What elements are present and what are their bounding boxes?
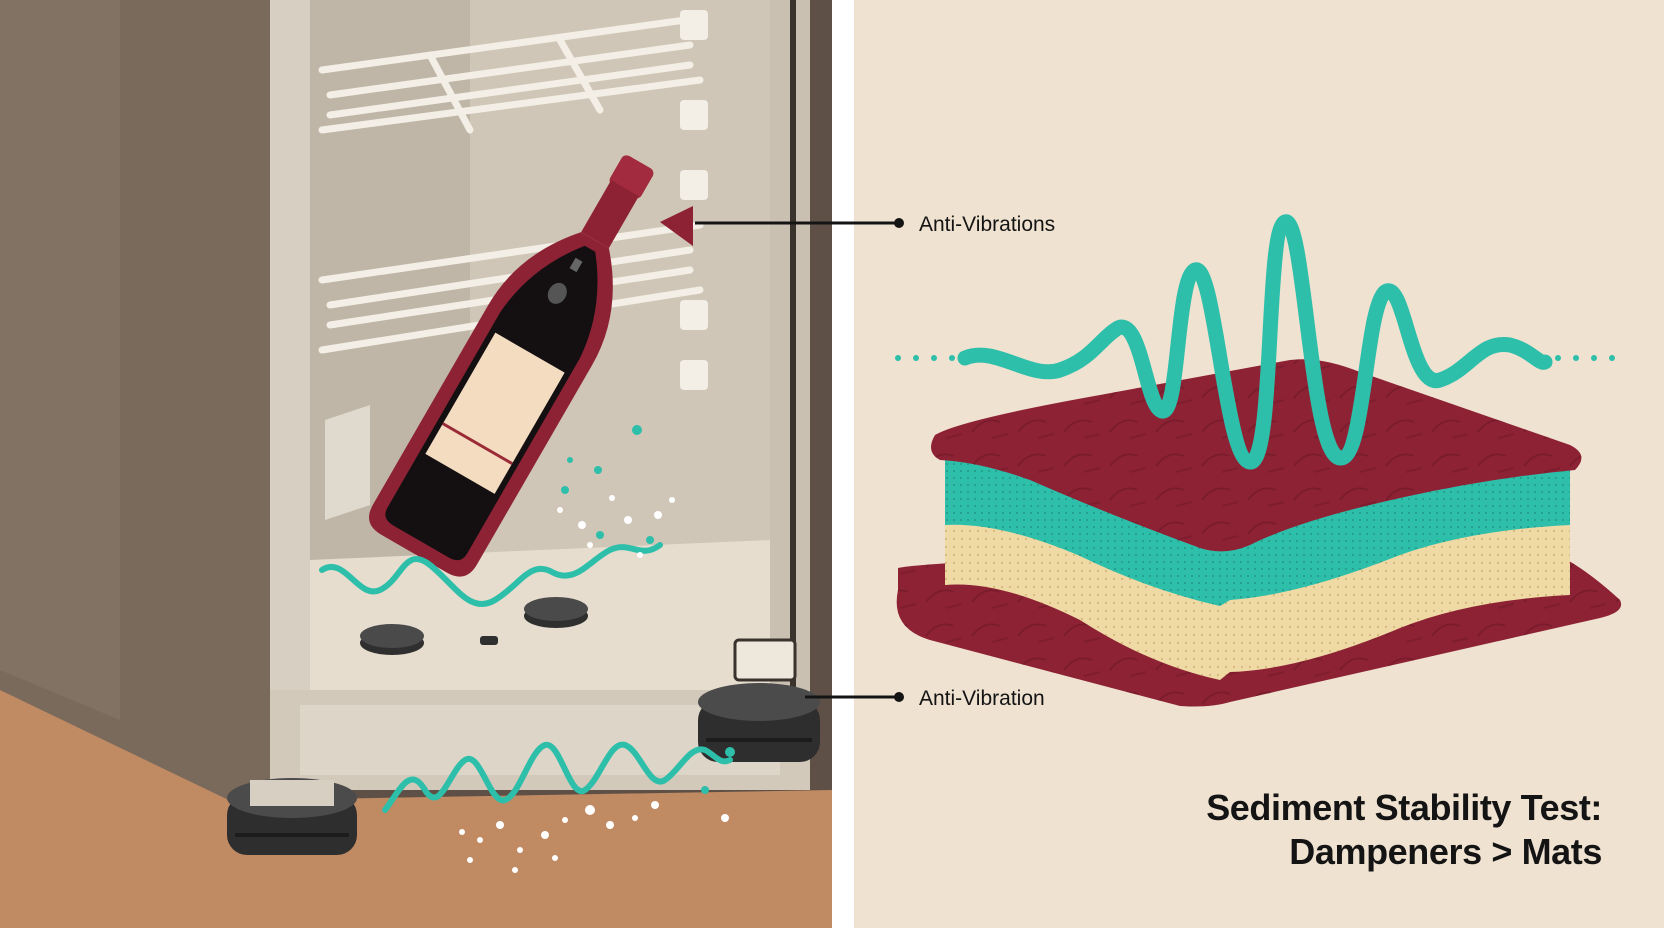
- vibration-waves-left: [319, 542, 733, 813]
- sediment-particles: [459, 425, 735, 873]
- shelf-top: [318, 14, 704, 134]
- headline: Sediment Stability Test: Dampeners > Mat…: [1206, 786, 1602, 874]
- headline-line-1: Sediment Stability Test:: [1206, 787, 1602, 828]
- inner-dampener-pucks: [360, 597, 588, 655]
- callout-marker: [660, 206, 693, 246]
- floor: [0, 680, 832, 928]
- wine-bottle: [369, 155, 654, 577]
- foot-dampener-left: [227, 778, 357, 855]
- callout-label-bottom: Anti-Vibration: [919, 687, 1045, 710]
- foot-dampener-right: [698, 683, 820, 762]
- headline-line-2: Dampeners > Mats: [1289, 831, 1602, 872]
- callout-line-bottom: [805, 692, 904, 702]
- callout-line-top: [695, 218, 904, 228]
- layered-mat: [896, 359, 1622, 707]
- vibration-wave-right: [895, 214, 1615, 470]
- callout-label-top: Anti-Vibrations: [919, 213, 1055, 236]
